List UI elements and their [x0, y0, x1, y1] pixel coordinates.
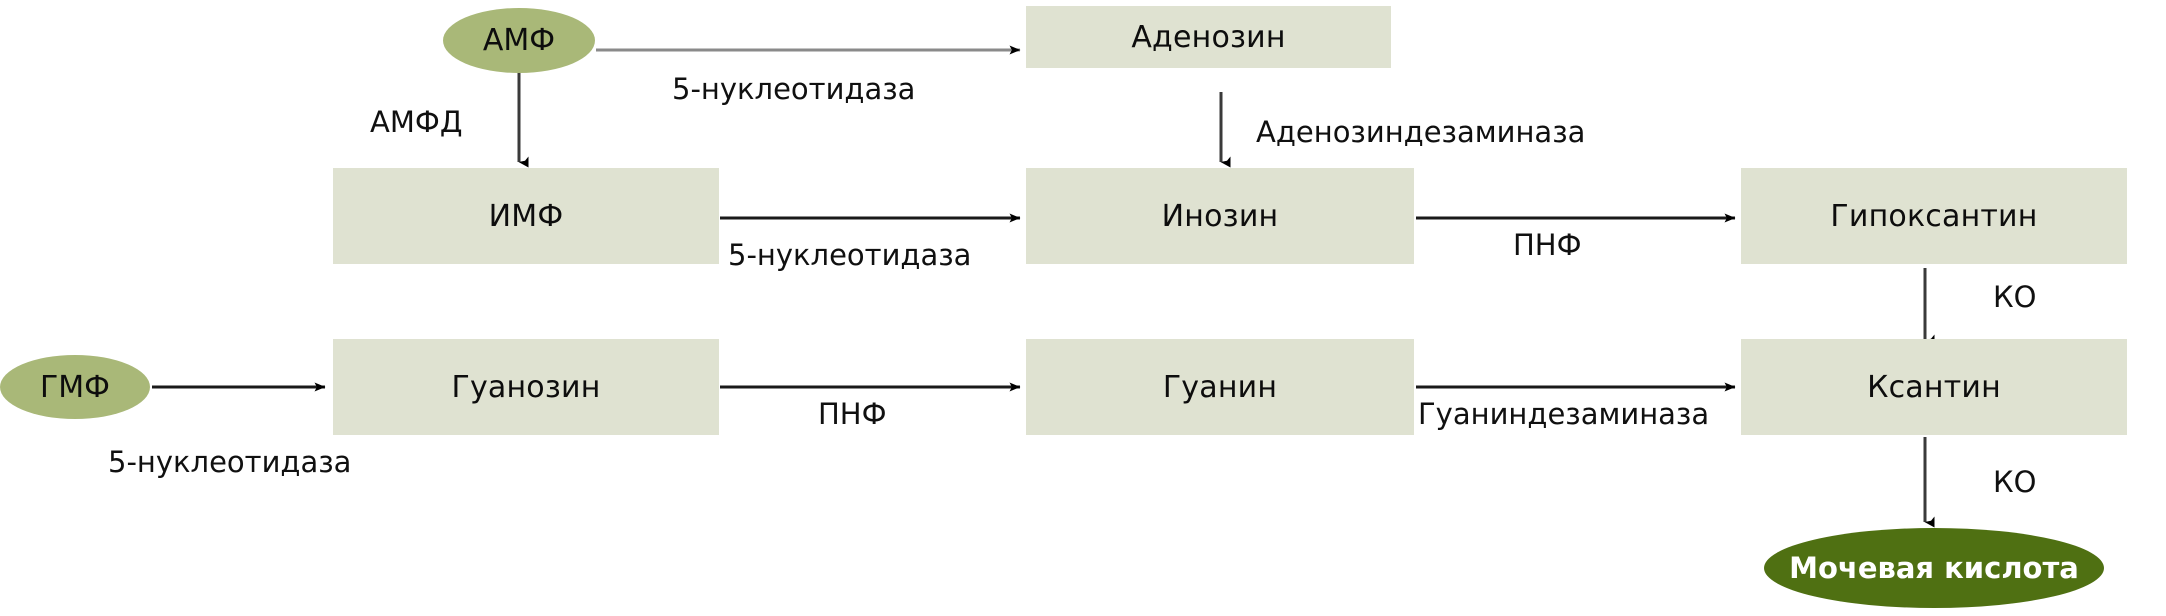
node-amf-label: АМФ — [482, 23, 556, 58]
node-mochevaya-kislota-label: Мочевая кислота — [1789, 551, 2079, 585]
edge-label-adenozin-inozin: Аденозиндезаминаза — [1256, 115, 1586, 149]
node-guanin[interactable]: Гуанин — [1026, 339, 1414, 435]
node-amf[interactable]: АМФ — [443, 8, 595, 73]
node-guanin-label: Гуанин — [1162, 369, 1278, 405]
node-inozin-label: Инозин — [1161, 198, 1279, 234]
node-gipoksantin-label: Гипоксантин — [1830, 198, 2038, 234]
edge-label-gmf-guanozin: 5-нуклеотидаза — [108, 445, 352, 479]
node-ksantin[interactable]: Ксантин — [1741, 339, 2127, 435]
node-imf[interactable]: ИМФ — [333, 168, 719, 264]
edge-label-amf-imf: АМФД — [370, 105, 463, 139]
node-mochevaya-kislota[interactable]: Мочевая кислота — [1764, 528, 2104, 608]
edge-label-amf-adenozin: 5-нуклеотидаза — [672, 72, 916, 106]
edge-label-imf-inozin: 5-нуклеотидаза — [728, 238, 972, 272]
node-inozin[interactable]: Инозин — [1026, 168, 1414, 264]
edge-label-inozin-gipoksantin: ПНФ — [1513, 228, 1582, 262]
node-gmf[interactable]: ГМФ — [0, 355, 150, 419]
node-gipoksantin[interactable]: Гипоксантин — [1741, 168, 2127, 264]
edge-label-ksantin-mochevaya: КО — [1993, 465, 2037, 499]
edge-label-gipoksantin-ksantin: КО — [1993, 280, 2037, 314]
node-guanozin[interactable]: Гуанозин — [333, 339, 719, 435]
node-imf-label: ИМФ — [488, 198, 564, 234]
node-adenozin-label: Аденозин — [1131, 19, 1286, 55]
node-adenozin[interactable]: Аденозин — [1026, 6, 1391, 68]
edge-label-guanozin-guanin: ПНФ — [818, 397, 887, 431]
node-guanozin-label: Гуанозин — [451, 369, 601, 405]
edge-label-guanin-ksantin: Гуаниндезаминаза — [1418, 397, 1710, 431]
node-ksantin-label: Ксантин — [1867, 369, 2001, 405]
node-gmf-label: ГМФ — [39, 369, 110, 405]
